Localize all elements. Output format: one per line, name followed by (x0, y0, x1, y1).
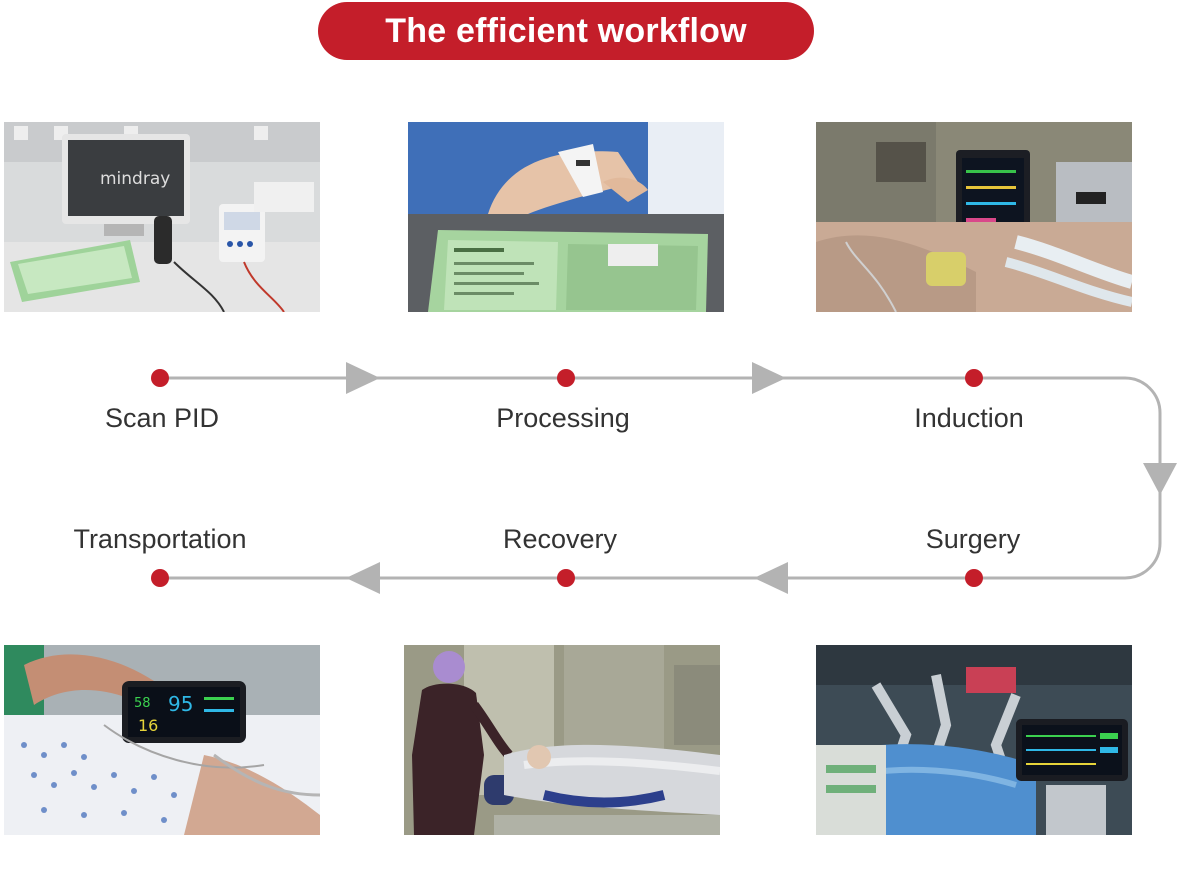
photo-transportation: 58 95 16 (4, 645, 320, 835)
arrow-left-2 (346, 562, 380, 594)
step-label-surgery: Surgery (925, 524, 1021, 554)
step-label-recovery: Recovery (502, 524, 618, 554)
photo-recovery (404, 645, 720, 835)
step-dot-recovery (557, 569, 575, 587)
step-label-induction: Induction (914, 403, 1024, 433)
workflow-title: The efficient workflow (318, 2, 814, 60)
step-dot-processing (557, 369, 575, 387)
reading-spo2: 95 (168, 692, 193, 716)
step-dot-scan-pid (151, 369, 169, 387)
step-label-processing: Processing (496, 403, 630, 433)
arrow-left-1 (754, 562, 788, 594)
step-dot-induction (965, 369, 983, 387)
step-dot-transportation (151, 569, 169, 587)
photo-surgery (816, 645, 1132, 835)
mindray-logo: mindray (100, 169, 170, 189)
photo-induction (816, 122, 1132, 312)
step-label-transportation: Transportation (73, 524, 247, 554)
arrow-right-2 (752, 362, 786, 394)
photo-scan-pid: mindray (4, 122, 320, 312)
arrow-down (1143, 463, 1177, 495)
reading-hr: 58 (134, 696, 151, 711)
step-label-scan-pid: Scan PID (104, 403, 220, 433)
arrow-right-1 (346, 362, 380, 394)
reading-resp: 16 (138, 716, 158, 735)
step-dot-surgery (965, 569, 983, 587)
photo-processing (408, 122, 724, 312)
